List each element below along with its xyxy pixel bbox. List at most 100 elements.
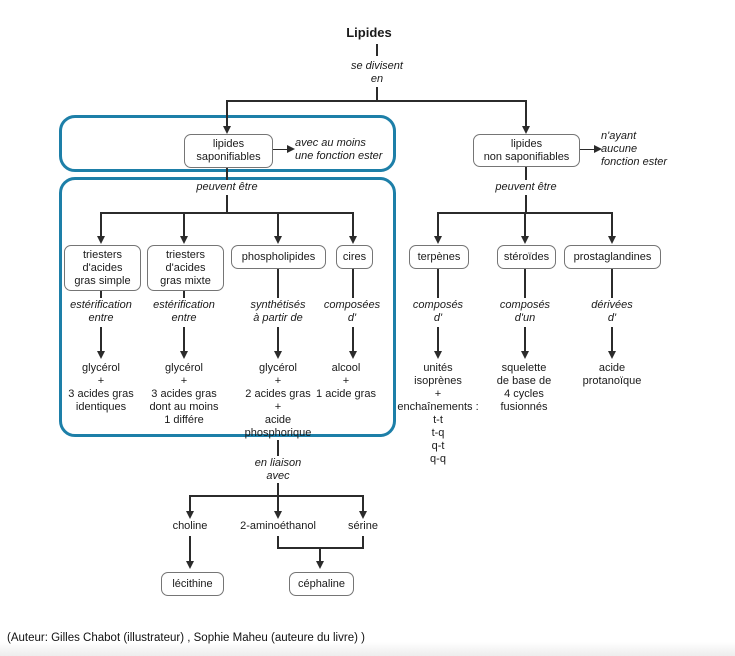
connector-line: [183, 212, 185, 236]
connector-line: [226, 166, 228, 180]
connector-line: [277, 536, 279, 548]
arrowhead-down-icon: [273, 511, 282, 519]
author-caption: (Auteur: Gilles Chabot (illustrateur) , …: [7, 632, 365, 644]
connector-line: [277, 483, 279, 495]
node-phospholipides: phospholipides: [231, 245, 326, 269]
edge-composees: composées d': [323, 299, 381, 324]
edge-synthetises: synthétisés à partir de: [250, 299, 306, 324]
edge-derivees-d: dérivées d': [591, 299, 633, 324]
result-terpenes: unités isoprènes + enchaînements : t-t t…: [397, 362, 479, 465]
connector-line: [277, 440, 279, 456]
node-cephaline: céphaline: [289, 572, 354, 596]
edge-composes-d: composés d': [412, 299, 464, 324]
arrowhead-down-icon: [433, 236, 442, 244]
connector-line: [362, 495, 364, 512]
arrowhead-down-icon: [348, 351, 357, 359]
connector-line: [376, 44, 378, 56]
arrowhead-down-icon: [358, 511, 367, 519]
arrowhead-down-icon: [520, 236, 529, 244]
connector-line: [352, 267, 354, 298]
edge-composes-dun: composés d'un: [499, 299, 551, 324]
node-steroides: stéroïdes: [497, 245, 556, 269]
connector-line: [101, 212, 353, 214]
connector-line: [437, 327, 439, 352]
connector-line: [100, 289, 102, 298]
label-serine: sérine: [348, 520, 378, 532]
arrowhead-down-icon: [520, 351, 529, 359]
connector-line: [277, 212, 279, 236]
connector-line: [525, 100, 527, 127]
connector-line: [524, 327, 526, 352]
connector-line: [524, 267, 526, 298]
connector-line: [271, 148, 287, 151]
connector-line: [376, 87, 378, 100]
connector-line: [227, 100, 527, 102]
connector-line: [319, 547, 321, 562]
result-cires: alcool + 1 acide gras: [316, 362, 376, 400]
result-triesters-simple: glycérol + 3 acides gras identiques: [68, 362, 134, 413]
arrowhead-down-icon: [348, 236, 357, 244]
edge-esterification-1: estérification entre: [70, 299, 132, 324]
page-bottom-shade: [0, 642, 735, 656]
connector-line: [189, 536, 191, 562]
arrowhead-down-icon: [273, 351, 282, 359]
connector-line: [190, 495, 364, 497]
arrowhead-right-icon: [594, 144, 602, 153]
result-steroides: squelette de base de 4 cycles fusionnés: [496, 362, 552, 413]
node-prostaglandines: prostaglandines: [564, 245, 661, 269]
connector-line: [226, 100, 228, 127]
arrowhead-down-icon: [433, 351, 442, 359]
arrowhead-down-icon: [521, 126, 530, 134]
node-triesters-mixte: triesters d'acides gras mixte: [147, 245, 224, 291]
arrowhead-down-icon: [315, 561, 324, 569]
label-aminoethanol: 2-aminoéthanol: [240, 520, 316, 532]
connector-line: [524, 212, 526, 236]
result-triesters-mixte: glycérol + 3 acides gras dont au moins 1…: [149, 362, 219, 426]
connector-line: [352, 327, 354, 352]
node-cires: cires: [336, 245, 373, 269]
connector-line: [189, 495, 191, 512]
node-terpenes: terpènes: [409, 245, 469, 269]
arrowhead-down-icon: [273, 236, 282, 244]
note-saponifiables: avec au moins une fonction ester: [295, 137, 383, 162]
diagram-title: Lipides: [346, 25, 392, 40]
connector-line: [100, 327, 102, 352]
connector-line: [611, 212, 613, 236]
connector-line: [578, 148, 594, 151]
node-lecithine: lécithine: [161, 572, 224, 596]
node-lipides-saponifiables: lipides saponifiables: [184, 134, 273, 168]
connector-line: [277, 495, 279, 512]
connector-line: [362, 536, 364, 548]
connector-line: [437, 267, 439, 298]
arrowhead-down-icon: [607, 351, 616, 359]
label-choline: choline: [172, 520, 208, 532]
connector-line: [525, 165, 527, 180]
connector-line: [611, 267, 613, 298]
node-lipides-non-saponifiables: lipides non saponifiables: [473, 134, 580, 167]
arrowhead-down-icon: [222, 126, 231, 134]
note-non-saponifiables: n'ayant aucune fonction ester: [601, 130, 668, 168]
arrowhead-down-icon: [179, 351, 188, 359]
connector-line: [183, 327, 185, 352]
edge-peuvent-etre-left: peuvent être: [196, 181, 258, 193]
arrowhead-down-icon: [96, 236, 105, 244]
connector-line: [226, 195, 228, 212]
edge-en-liaison-avec: en liaison avec: [254, 457, 302, 482]
edge-peuvent-etre-right: peuvent être: [495, 181, 557, 193]
connector-line: [277, 267, 279, 298]
arrowhead-down-icon: [185, 511, 194, 519]
connector-line: [183, 289, 185, 298]
arrowhead-down-icon: [96, 351, 105, 359]
arrowhead-right-icon: [287, 144, 295, 153]
connector-line: [611, 327, 613, 352]
connector-line: [352, 212, 354, 236]
connector-line: [277, 327, 279, 352]
arrowhead-down-icon: [179, 236, 188, 244]
connector-line: [437, 212, 439, 236]
edge-esterification-2: estérification entre: [153, 299, 215, 324]
root-edge-label: se divisent en: [351, 60, 403, 85]
arrowhead-down-icon: [607, 236, 616, 244]
connector-line: [100, 212, 102, 236]
connector-line: [525, 195, 527, 212]
